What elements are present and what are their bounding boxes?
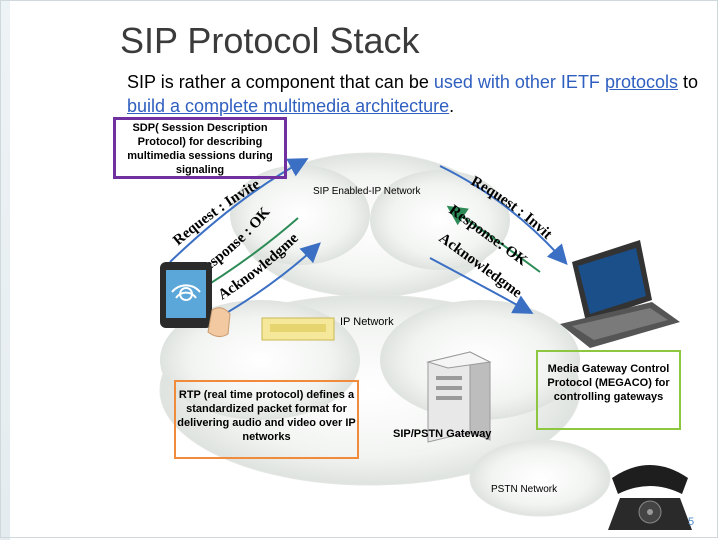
left-ack-arrow [217,242,321,319]
intro-highlight-2: protocols [604,72,678,92]
left-request-arrow [169,158,309,263]
page-number: 5 [688,516,695,528]
intro-text: SIP is rather a component that can be us… [127,70,707,118]
intro-plain: SIP is rather a component that can be [127,72,434,92]
intro-highlight-3: build a complete multimedia architecture [127,96,450,116]
slide-left-bar [0,0,10,540]
intro-end: . [449,96,455,116]
pstn-network-label: PSTN Network [491,484,558,495]
intro-to: to [678,72,699,92]
modem-device-icon [261,317,335,341]
sip-network-label: SIP Enabled-IP Network [313,186,421,197]
intro-highlight-1: used with other IETF [433,72,600,92]
gateway-label: SIP/PSTN Gateway [393,428,492,440]
slide-title: SIP Protocol Stack [120,20,420,61]
ip-network-label: IP Network [340,316,394,328]
laptop-icon [560,240,680,348]
right-response-arrow [446,205,541,273]
right-ack-arrow [429,257,534,314]
rtp-description-box: RTP (real time protocol) defines a stand… [174,380,359,459]
sdp-description-box: SDP( Session Description Protocol) for d… [113,117,287,179]
mobile-phone-icon [160,262,231,338]
right-request-arrow [439,165,568,265]
pstn-network-cloud [469,439,611,517]
server-gateway-icon [426,351,492,443]
telephone-icon [608,465,692,530]
megaco-description-box: Media Gateway Control Protocol (MEGACO) … [536,350,681,430]
